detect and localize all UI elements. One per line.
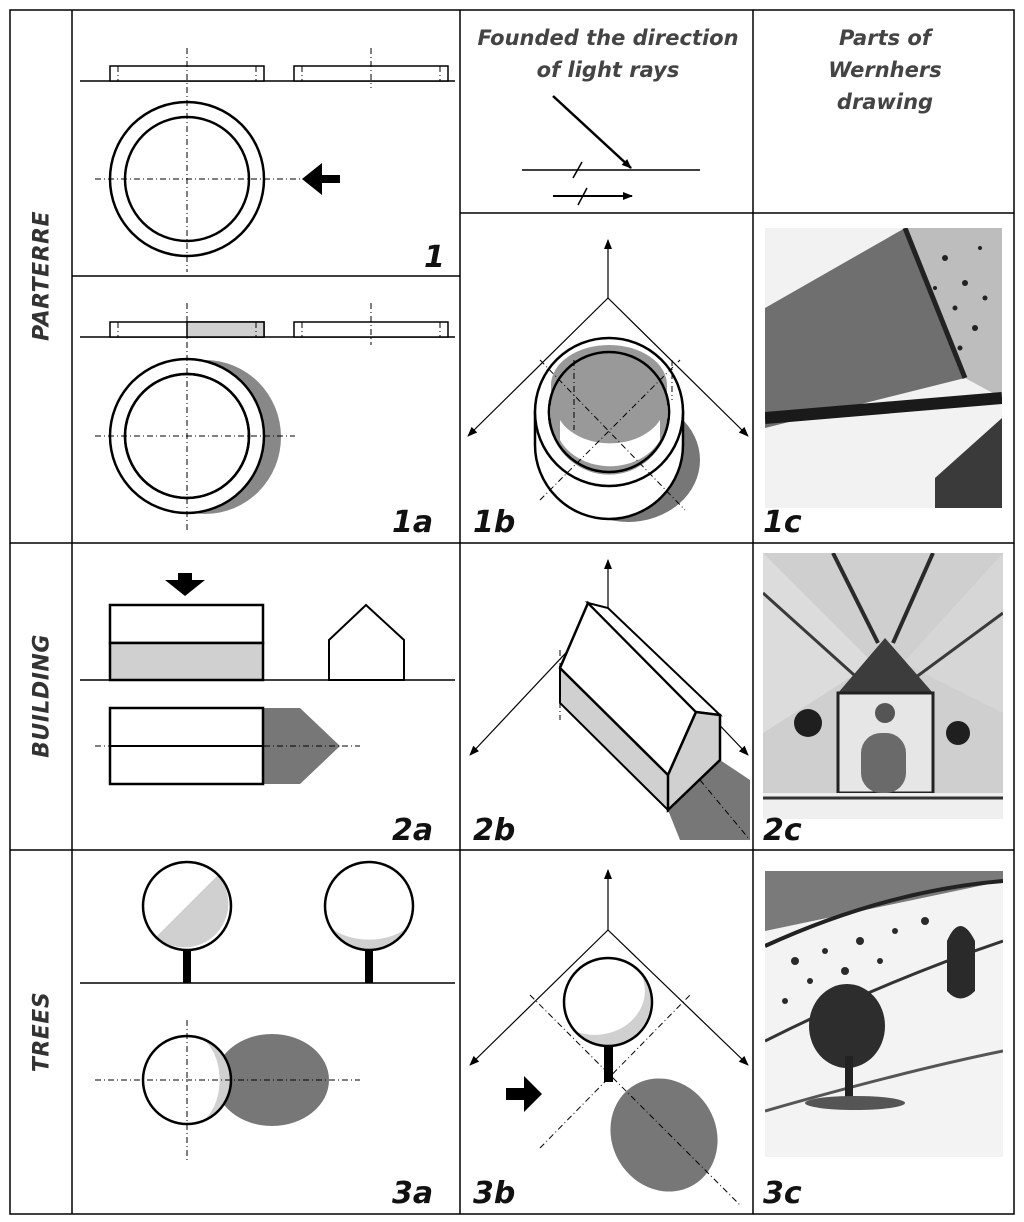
panel-2b-drawing (469, 559, 751, 841)
wernher-drawing-photo-1c (765, 228, 1002, 508)
panel-3b-drawing (469, 869, 749, 1206)
panel-number-1a: 1a (392, 505, 434, 540)
light-direction-arrow-icon (302, 163, 340, 195)
panel-1b-drawing (467, 239, 749, 522)
row-label-trees: TREES (29, 991, 55, 1073)
panel-number-2a: 2a (392, 813, 434, 848)
panel-number-3a: 3a (392, 1176, 434, 1211)
light-rays-title: Founded the direction of light rays (477, 26, 739, 82)
panel-number-2b: 2b (473, 813, 516, 848)
panel-number-1: 1 (424, 240, 445, 275)
panel-1-drawing (80, 48, 455, 272)
panel-number-2c: 2c (763, 813, 802, 848)
panel-1a-drawing (80, 303, 455, 530)
wernher-drawing-photo-2c (763, 553, 1003, 819)
panel-number-1b: 1b (473, 505, 516, 540)
panel-3a-drawing (80, 860, 455, 1160)
row-label-parterre: PARTERRE (29, 210, 55, 342)
panel-number-1c: 1c (763, 505, 802, 540)
light-direction-arrow-icon (506, 1076, 542, 1112)
panel-number-3c: 3c (763, 1176, 802, 1211)
grid-lines (9, 9, 1015, 1215)
light-direction-arrow-icon (165, 573, 205, 596)
panel-number-3b: 3b (473, 1176, 516, 1211)
row-label-building: BUILDING (29, 634, 55, 758)
panel-2a-drawing (80, 573, 455, 786)
light-rays-diagram (522, 95, 700, 206)
wernher-drawing-photo-3c (765, 871, 1003, 1157)
wernher-drawing-title: Parts of Wernhers drawing (828, 26, 942, 114)
